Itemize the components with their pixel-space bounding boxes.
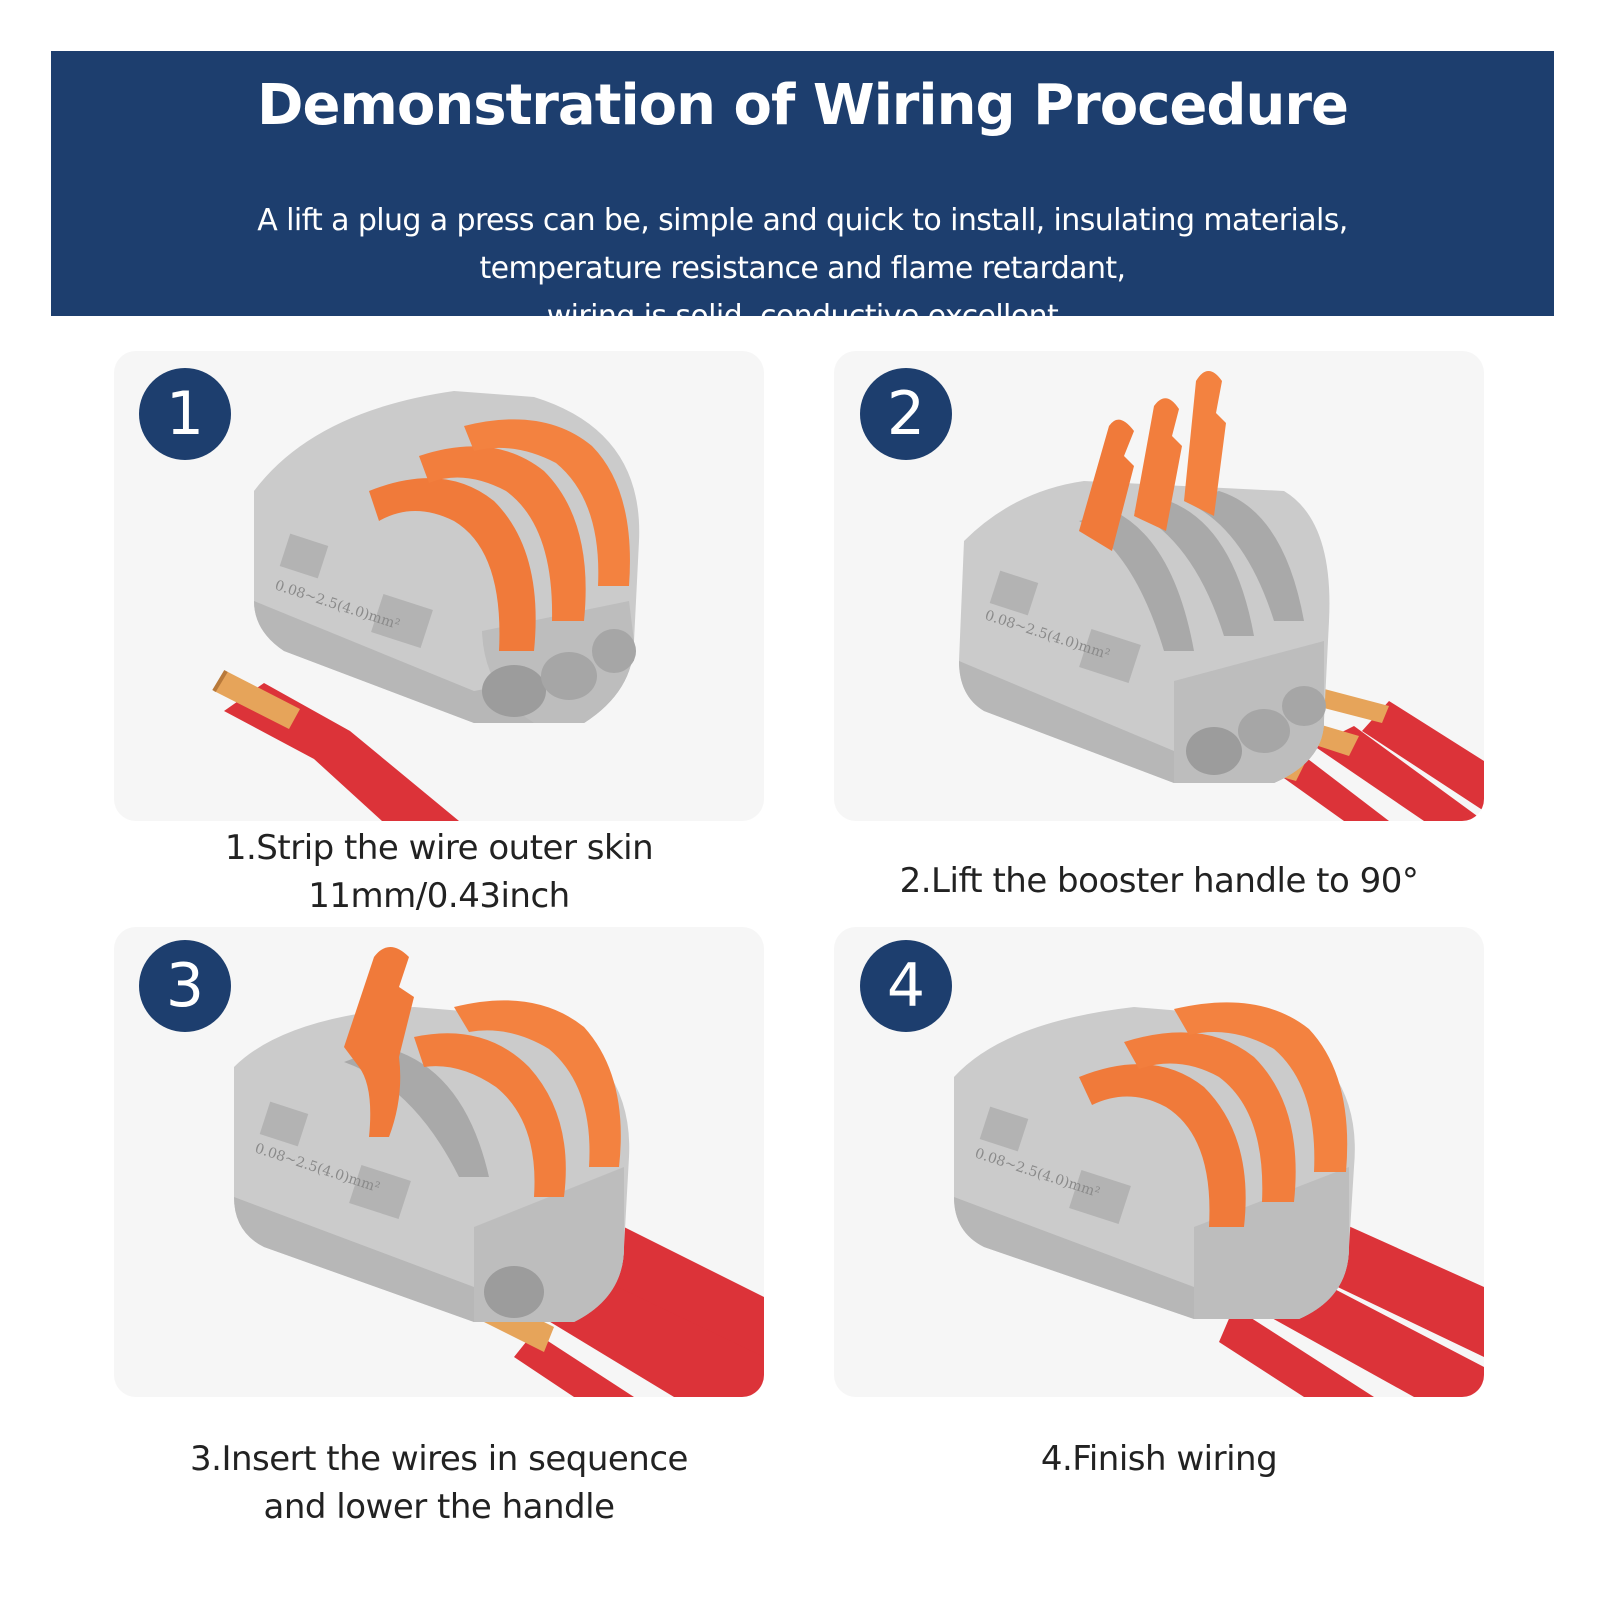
- connector-illustration: 0.08~2.5(4.0)mm²: [212, 391, 640, 821]
- step-4-caption: 4.Finish wiring: [834, 1435, 1484, 1483]
- step-number-badge: 4: [860, 940, 952, 1032]
- caption-line: 4.Finish wiring: [1040, 1439, 1278, 1479]
- page-title: Demonstration of Wiring Procedure: [257, 73, 1349, 138]
- caption-line: 3.Insert the wires in sequence: [190, 1439, 688, 1479]
- lever-set: [369, 419, 630, 651]
- step-2-image: 0.08~2.5(4.0)mm²: [834, 351, 1484, 821]
- connector-illustration: 0.08~2.5(4.0)mm²: [954, 1002, 1484, 1397]
- step-1-caption: 1.Strip the wire outer skin 11mm/0.43inc…: [114, 824, 764, 920]
- caption-line: 11mm/0.43inch: [308, 876, 570, 916]
- stripped-wire: [212, 669, 459, 821]
- connector-illustration: 0.08~2.5(4.0)mm²: [234, 947, 764, 1397]
- step-1-image: 0.08~2.5(4.0)mm²: [114, 351, 764, 821]
- step-number-badge: 2: [860, 368, 952, 460]
- header-banner: Demonstration of Wiring Procedure A lift…: [51, 51, 1554, 334]
- step-number-badge: 1: [139, 368, 231, 460]
- lever-set: [1079, 1002, 1348, 1227]
- caption-line: 1.Strip the wire outer skin: [224, 828, 654, 868]
- step-3-caption: 3.Insert the wires in sequence and lower…: [114, 1435, 764, 1531]
- subtitle-line: temperature resistance and flame retarda…: [479, 251, 1127, 286]
- lever-set: [344, 947, 621, 1197]
- step-number-badge: 3: [139, 940, 231, 1032]
- connector-body: 0.08~2.5(4.0)mm²: [959, 481, 1330, 783]
- step-2-caption: 2.Lift the booster handle to 90°: [834, 857, 1484, 905]
- caption-line: 2.Lift the booster handle to 90°: [899, 861, 1419, 901]
- step-3-image: 0.08~2.5(4.0)mm²: [114, 927, 764, 1397]
- connector-illustration: 0.08~2.5(4.0)mm²: [959, 371, 1484, 821]
- subtitle-line: A lift a plug a press can be, simple and…: [257, 203, 1348, 238]
- subtitle-line: wiring is solid, conductive excellent: [546, 299, 1059, 334]
- caption-line: and lower the handle: [263, 1487, 615, 1527]
- lever-set-raised: [1079, 371, 1226, 551]
